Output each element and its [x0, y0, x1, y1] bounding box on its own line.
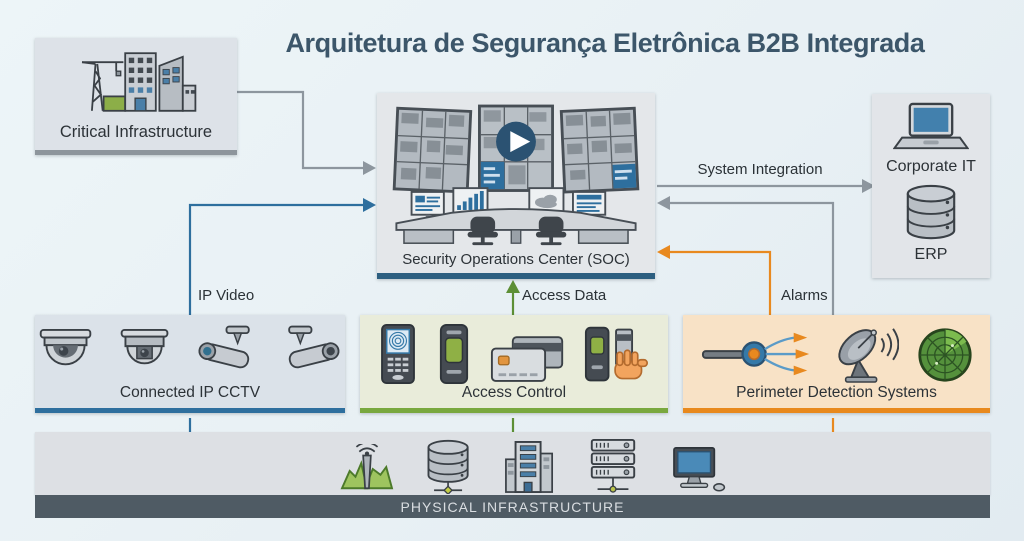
ip-video-arrowhead [363, 198, 376, 212]
bullet-camera-icon [288, 325, 340, 369]
physical-infrastructure-label: PHYSICAL INFRASTRUCTURE [400, 498, 625, 515]
dome-camera-icon [39, 329, 92, 366]
control-room-video-wall-icon [392, 104, 640, 246]
beam-sensor-icon [701, 332, 809, 376]
corporate-it-box: Corporate IT ERP [872, 94, 990, 278]
it-return-arrowhead [657, 196, 670, 210]
perimeter-box: Perimeter Detection Systems [683, 315, 990, 413]
critical-feed-arrowhead [363, 161, 376, 175]
physical-infrastructure-band [35, 432, 990, 495]
critical-infrastructure-label: Critical Infrastructure [59, 123, 213, 141]
dome-camera-icon [120, 329, 169, 365]
erp-label: ERP [914, 246, 948, 263]
radar-screen-icon [917, 328, 972, 382]
alarms-arrowhead [657, 245, 670, 259]
access-control-label: Access Control [461, 384, 567, 401]
workstation-icon [673, 447, 726, 492]
physical-infrastructure-bar: PHYSICAL INFRASTRUCTURE [35, 495, 990, 518]
critical-feed-line [237, 90, 363, 170]
satellite-dish-icon [837, 328, 899, 383]
laptop-icon [893, 102, 969, 150]
access-data-label: Access Data [522, 287, 607, 304]
erp-database-icon [906, 184, 956, 240]
hand-with-card-icon [584, 326, 649, 382]
it-return-line [670, 201, 835, 315]
soc-label: Security Operations Center (SOC) [402, 251, 630, 268]
system-integration-arrowhead [862, 179, 875, 193]
bullet-camera-icon [198, 325, 250, 369]
crane-and-buildings-icon [81, 52, 197, 112]
corporate-it-label: Corporate IT [886, 158, 976, 175]
fingerprint-terminal-icon [381, 323, 415, 385]
alarms-line [670, 250, 772, 315]
diagram-title: Arquitetura de Segurança Eletrônica B2B … [285, 28, 925, 58]
ip-video-label: IP Video [198, 287, 255, 304]
terrain-sensor-icon [340, 444, 394, 490]
database-icon [427, 439, 469, 494]
badge-reader-icon [439, 323, 469, 385]
access-cards-icon [490, 336, 564, 382]
perimeter-label: Perimeter Detection Systems [736, 384, 937, 401]
access-control-box: Access Control [360, 315, 668, 413]
server-rack-icon [590, 438, 636, 493]
soc-box: Security Operations Center (SOC) [377, 93, 655, 279]
alarms-label: Alarms [781, 287, 828, 304]
facility-building-icon [505, 441, 554, 493]
cctv-box: Connected IP CCTV [35, 315, 345, 413]
system-integration-label: System Integration [697, 161, 823, 178]
cctv-label: Connected IP CCTV [119, 384, 261, 401]
ip-video-line [188, 203, 363, 315]
access-data-arrowhead [506, 280, 520, 293]
critical-infrastructure-box: Critical Infrastructure [35, 38, 237, 155]
